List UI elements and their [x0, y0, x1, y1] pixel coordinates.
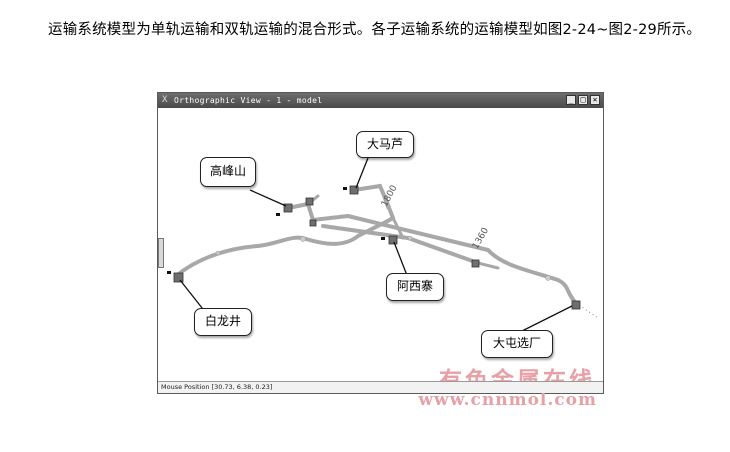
- window-title: Orthographic View - 1 - model: [174, 96, 323, 105]
- station-gaofeng-tick: [276, 213, 280, 216]
- rail-gaofeng-branch: [286, 201, 350, 223]
- station-gaofeng-node: [305, 197, 314, 206]
- rail-bailong-junction: [304, 234, 360, 246]
- callout-pointer-axizhai: [393, 241, 409, 279]
- station-axizhai-marker: [388, 235, 398, 245]
- rail-double-upper: [346, 214, 490, 252]
- viewport-canvas[interactable]: 1800 1360 大马芦 高峰山 阿西寨 白龙井 大屯选厂 有色金属在线 ww…: [158, 108, 603, 410]
- window-titlebar: X Orthographic View - 1 - model _ □ ✕: [158, 93, 603, 108]
- rail-bailong-west: [174, 235, 308, 278]
- station-bailong-tick: [167, 271, 171, 274]
- rail-to-datun: [486, 248, 578, 305]
- body-paragraph: 运输系统模型为单轨运输和双轨运输的混合形式。各子运输系统的运输模型如图2-24~…: [48, 22, 702, 38]
- status-bar: Mouse Position [30.73, 6.38, 0.23]: [158, 381, 603, 393]
- app-icon: X: [162, 95, 168, 105]
- rail-branch-end: [476, 261, 500, 270]
- callout-dama: 大马芦: [356, 131, 414, 158]
- station-gaofeng-marker: [283, 203, 293, 213]
- callout-pointer-bailong: [179, 279, 207, 314]
- callout-datun: 大屯选厂: [481, 330, 553, 358]
- rail-central-link: [391, 216, 405, 240]
- minimize-button[interactable]: _: [566, 95, 576, 105]
- callout-bailong: 白龙井: [194, 308, 252, 336]
- station-datun-marker: [571, 300, 581, 310]
- model-view-window: X Orthographic View - 1 - model _ □ ✕: [157, 92, 604, 410]
- station-bailong-marker: [173, 272, 184, 283]
- rail-dama-spur: [378, 184, 390, 210]
- station-dama-marker: [349, 185, 359, 195]
- junction-node-a: [471, 259, 480, 268]
- callout-pointer-datun: [517, 305, 573, 334]
- track-node-4: [215, 250, 221, 256]
- watermark-url: www.cnnmol.com: [418, 390, 597, 410]
- callout-gaofeng: 高峰山: [200, 157, 256, 187]
- callout-pointer-dama: [355, 157, 369, 189]
- side-panel-handle[interactable]: [158, 238, 164, 268]
- rail-network-drawing: [167, 157, 599, 334]
- station-dama-tick: [343, 187, 347, 190]
- close-button[interactable]: ✕: [590, 95, 600, 105]
- track-node-2: [407, 235, 413, 241]
- track-node-1: [300, 236, 306, 242]
- station-axizhai-tick: [381, 237, 385, 240]
- rail-junction-main: [356, 216, 395, 238]
- callout-axizhai: 阿西寨: [386, 273, 444, 301]
- track-node-3: [545, 275, 551, 281]
- junction-node-b: [309, 219, 317, 227]
- maximize-button[interactable]: □: [578, 95, 588, 105]
- callout-pointer-gaofeng: [249, 189, 287, 207]
